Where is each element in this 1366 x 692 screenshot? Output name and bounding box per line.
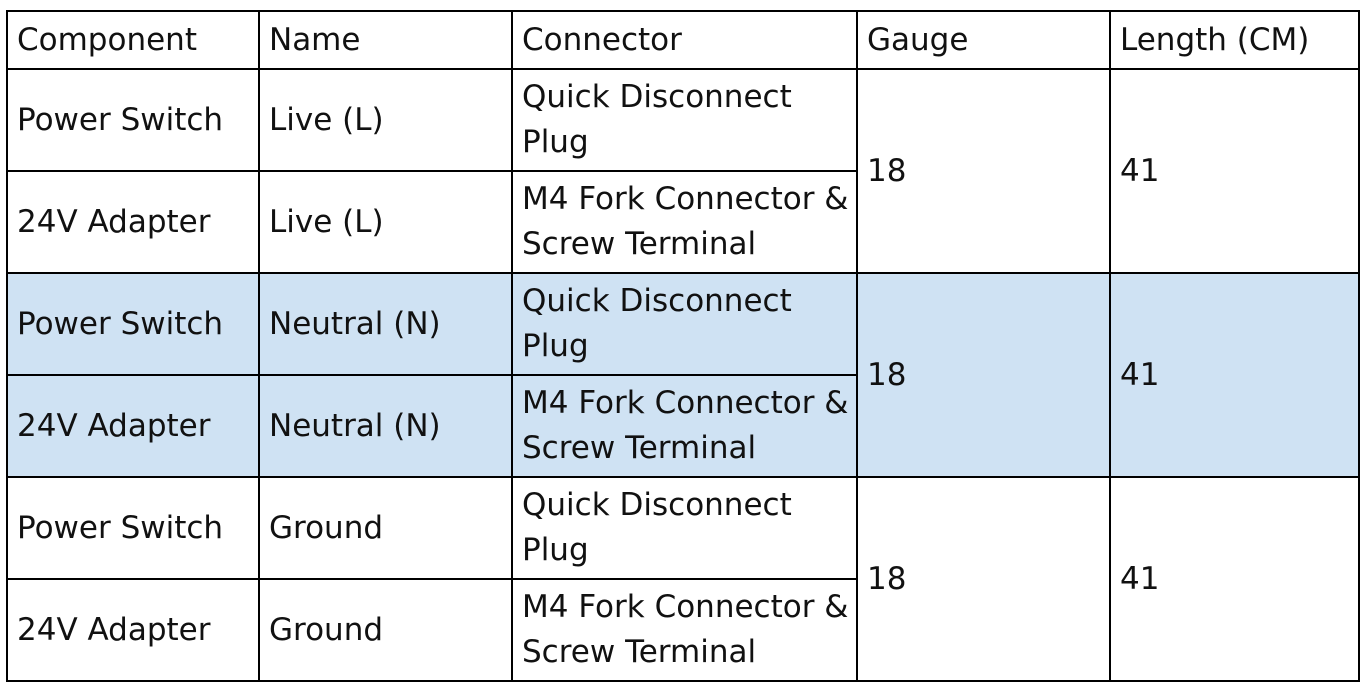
table-row: 24V Adapter Ground M4 Fork Connector & S… — [6, 578, 1359, 682]
table-row: Power Switch Ground Quick Disconnect Plu… — [6, 476, 1360, 682]
wiring-table: Component Name Connector Gauge Length (C… — [6, 10, 1360, 682]
table-row: Power Switch Live (L) Quick Disconnect P… — [6, 68, 1360, 274]
cell-component: Power Switch — [6, 272, 260, 376]
cell-length: 41 — [1109, 476, 1360, 682]
cell-component: 24V Adapter — [6, 578, 260, 682]
header-length: Length (CM) — [1109, 10, 1360, 70]
cell-connector: Quick Disconnect Plug — [511, 476, 858, 580]
cell-gauge: 18 — [856, 272, 1111, 478]
table-row: Power Switch Neutral (N) Quick Disconnec… — [6, 272, 1360, 478]
cell-name: Live (L) — [258, 170, 513, 274]
cell-connector: M4 Fork Connector & Screw Terminal — [511, 170, 858, 274]
cell-length: 41 — [1109, 272, 1360, 478]
cell-component: 24V Adapter — [6, 374, 260, 478]
cell-gauge: 18 — [856, 476, 1111, 682]
cell-component: Power Switch — [6, 68, 260, 172]
cell-connector: M4 Fork Connector & Screw Terminal — [511, 374, 858, 478]
cell-connector: Quick Disconnect Plug — [511, 272, 858, 376]
cell-component: Power Switch — [6, 476, 260, 580]
cell-name: Live (L) — [258, 68, 513, 172]
wiring-table-container: Component Name Connector Gauge Length (C… — [6, 10, 1360, 682]
cell-component: 24V Adapter — [6, 170, 260, 274]
table-row: 24V Adapter Neutral (N) M4 Fork Connecto… — [6, 374, 1359, 478]
header-gauge: Gauge — [856, 10, 1111, 70]
cell-name: Neutral (N) — [258, 374, 513, 478]
header-row: Component Name Connector Gauge Length (C… — [6, 10, 1360, 70]
table-row: 24V Adapter Live (L) M4 Fork Connector &… — [6, 170, 1359, 274]
cell-name: Neutral (N) — [258, 272, 513, 376]
cell-connector: Quick Disconnect Plug — [511, 68, 858, 172]
header-component: Component — [6, 10, 260, 70]
cell-gauge: 18 — [856, 68, 1111, 274]
header-name: Name — [258, 10, 513, 70]
cell-name: Ground — [258, 476, 513, 580]
header-connector: Connector — [511, 10, 858, 70]
cell-name: Ground — [258, 578, 513, 682]
cell-length: 41 — [1109, 68, 1360, 274]
cell-connector: M4 Fork Connector & Screw Terminal — [511, 578, 858, 682]
